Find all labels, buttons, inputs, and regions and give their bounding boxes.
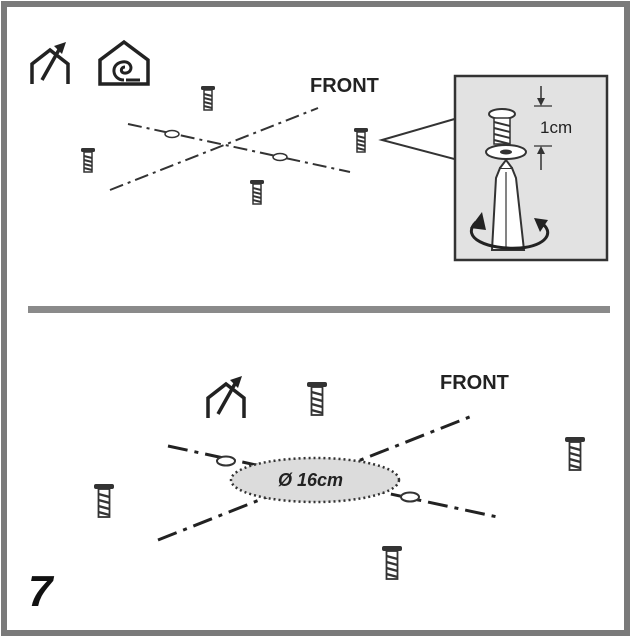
front-label-top: FRONT bbox=[310, 75, 379, 97]
axis-line bbox=[109, 107, 319, 191]
duct-hole bbox=[229, 456, 401, 504]
step-number: 7 bbox=[28, 567, 55, 616]
screw-depth-detail: 1cm bbox=[453, 74, 609, 262]
fixing-slot bbox=[164, 129, 180, 139]
panel-divider bbox=[28, 306, 610, 313]
recirculation-icon bbox=[98, 39, 150, 86]
top-panel: FRONT bbox=[30, 39, 609, 262]
diameter-label: Ø 16cm bbox=[278, 470, 343, 490]
bottom-panel: FRONT Ø 16cm 7 bbox=[28, 372, 587, 616]
front-label-bottom: FRONT bbox=[440, 372, 509, 394]
fixing-slot bbox=[216, 455, 236, 467]
fixing-slot bbox=[272, 152, 288, 162]
dimension-label: 1cm bbox=[540, 118, 572, 137]
fixing-slot bbox=[400, 491, 420, 503]
axis-line bbox=[127, 123, 351, 173]
